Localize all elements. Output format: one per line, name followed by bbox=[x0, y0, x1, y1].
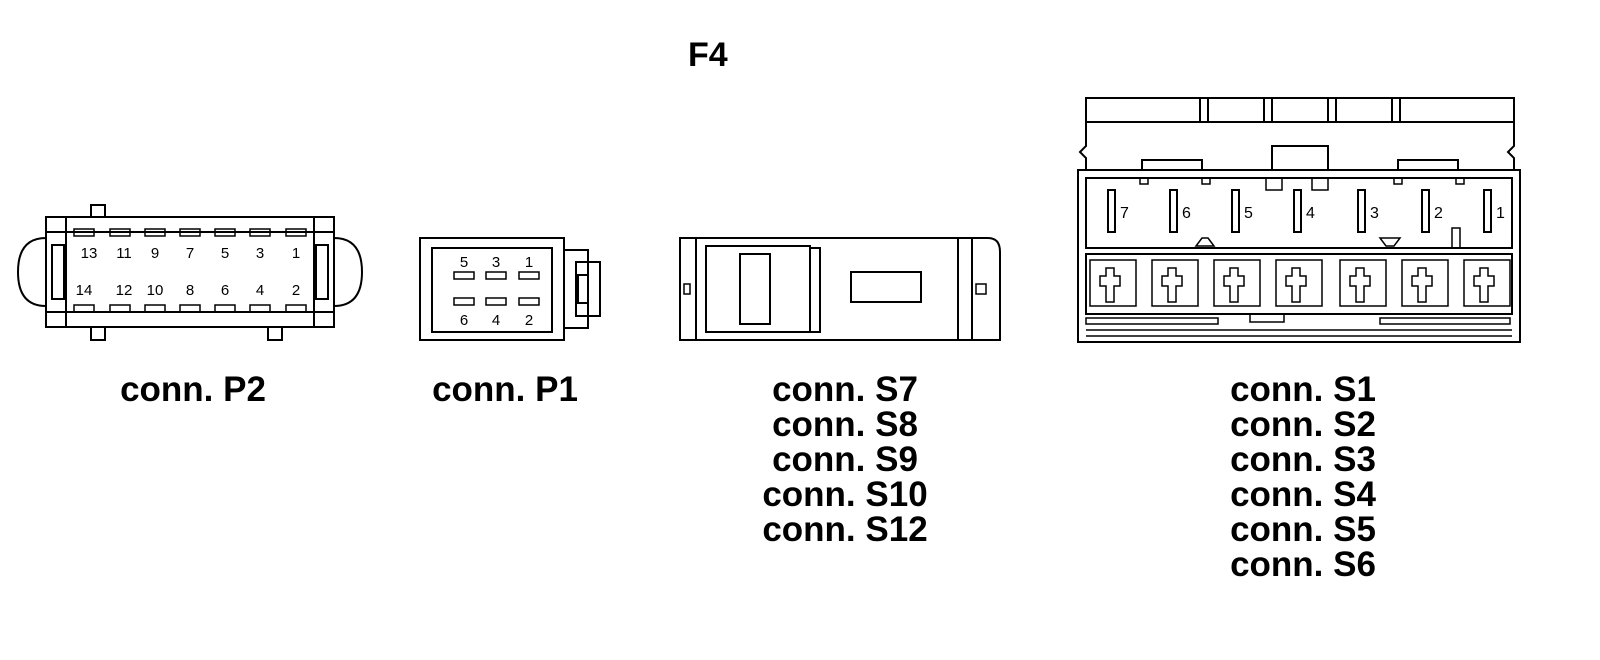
s-large-pin-label: 7 bbox=[1120, 205, 1129, 222]
caption-p2: conn. P2 bbox=[70, 372, 316, 407]
p2-pin-label: 9 bbox=[151, 245, 159, 262]
s-large-pin-area bbox=[1085, 177, 1513, 249]
s-large-slots bbox=[1107, 189, 1492, 233]
p2-left-ear bbox=[16, 236, 47, 308]
p2-pin-label: 8 bbox=[186, 282, 194, 299]
p2-top-pin-labels: 13 11 9 7 5 3 1 bbox=[81, 245, 301, 262]
connector-p1-drawing: 5 3 1 6 4 2 bbox=[419, 237, 601, 341]
p1-slots bbox=[453, 271, 540, 306]
p2-right-latch bbox=[315, 244, 329, 300]
p1-pin-label: 5 bbox=[460, 254, 468, 271]
caption-s7-s12: conn. S7 conn. S8 conn. S9 conn. S10 con… bbox=[720, 372, 970, 547]
caption-line: conn. S3 bbox=[1230, 440, 1376, 479]
p2-pin-label: 12 bbox=[116, 282, 133, 299]
p2-bottom-slots bbox=[73, 304, 307, 313]
s-large-pin-label: 1 bbox=[1496, 205, 1505, 222]
p2-left-latch bbox=[51, 244, 65, 300]
p1-pin-label: 2 bbox=[525, 312, 533, 329]
p1-body bbox=[419, 237, 565, 341]
caption-line: conn. S8 bbox=[772, 405, 918, 444]
caption-line: conn. S4 bbox=[1230, 475, 1376, 514]
connector-s1-s6-drawing: 7 6 5 4 3 2 1 bbox=[1077, 97, 1521, 343]
p2-pin-label: 2 bbox=[292, 282, 300, 299]
p2-pin-label: 3 bbox=[256, 245, 264, 262]
p2-pin-label: 11 bbox=[116, 245, 132, 262]
p2-pin-label: 7 bbox=[186, 245, 194, 262]
p2-bottom-tab-left bbox=[90, 325, 106, 341]
caption-p1: conn. P1 bbox=[382, 372, 628, 407]
s-large-pin-label: 2 bbox=[1434, 205, 1443, 222]
p2-pin-label: 10 bbox=[147, 282, 164, 299]
s-large-body bbox=[1077, 169, 1521, 343]
p2-pin-label: 1 bbox=[292, 245, 300, 262]
p1-pin-label: 4 bbox=[492, 312, 500, 329]
p2-bottom-tab-right bbox=[267, 325, 283, 341]
caption-line: conn. P2 bbox=[120, 370, 266, 409]
p2-pin-label: 4 bbox=[256, 282, 264, 299]
s-small-body bbox=[679, 237, 1001, 341]
p1-pin-label: 3 bbox=[492, 254, 500, 271]
caption-s1-s6: conn. S1 conn. S2 conn. S3 conn. S4 conn… bbox=[1178, 372, 1428, 582]
caption-line: conn. S2 bbox=[1230, 405, 1376, 444]
s-small-center-slot bbox=[850, 271, 922, 303]
p1-bottom-pin-labels: 6 4 2 bbox=[460, 312, 533, 329]
caption-line: conn. S1 bbox=[1230, 370, 1376, 409]
p2-pin-label: 5 bbox=[221, 245, 229, 262]
p2-pin-label: 14 bbox=[76, 282, 93, 299]
p2-right-ear bbox=[333, 236, 364, 308]
p1-inner-frame bbox=[431, 247, 553, 333]
s-large-pin-labels: 7 6 5 4 3 2 1 bbox=[1120, 205, 1505, 222]
s-large-lock-cells bbox=[1089, 259, 1511, 307]
s-large-pin-label: 5 bbox=[1244, 205, 1253, 222]
p2-body bbox=[45, 216, 335, 328]
p1-pin-label: 1 bbox=[525, 254, 533, 271]
s-large-pin-label: 6 bbox=[1182, 205, 1191, 222]
connector-p2-drawing: 13 11 9 7 5 3 1 14 12 10 8 6 4 2 bbox=[16, 204, 364, 341]
caption-line: conn. S6 bbox=[1230, 545, 1376, 584]
diagram-title: F4 bbox=[688, 36, 728, 74]
p2-pin-label: 6 bbox=[221, 282, 229, 299]
s-large-pin-label: 4 bbox=[1306, 205, 1315, 222]
p1-top-pin-labels: 5 3 1 bbox=[460, 254, 533, 271]
s-large-pin-label: 3 bbox=[1370, 205, 1379, 222]
s-large-lock-area bbox=[1085, 253, 1513, 315]
caption-line: conn. S7 bbox=[772, 370, 918, 409]
connector-s7-s12-drawing bbox=[679, 237, 1001, 341]
caption-line: conn. S5 bbox=[1230, 510, 1376, 549]
caption-line: conn. S12 bbox=[762, 510, 928, 549]
caption-line: conn. S10 bbox=[762, 475, 928, 514]
caption-line: conn. P1 bbox=[432, 370, 578, 409]
s-small-left-window bbox=[705, 245, 811, 333]
p2-top-slots bbox=[73, 228, 307, 237]
p2-pin-label: 13 bbox=[81, 245, 98, 262]
p2-bottom-pin-labels: 14 12 10 8 6 4 2 bbox=[76, 282, 301, 299]
p1-pin-label: 6 bbox=[460, 312, 468, 329]
caption-line: conn. S9 bbox=[772, 440, 918, 479]
